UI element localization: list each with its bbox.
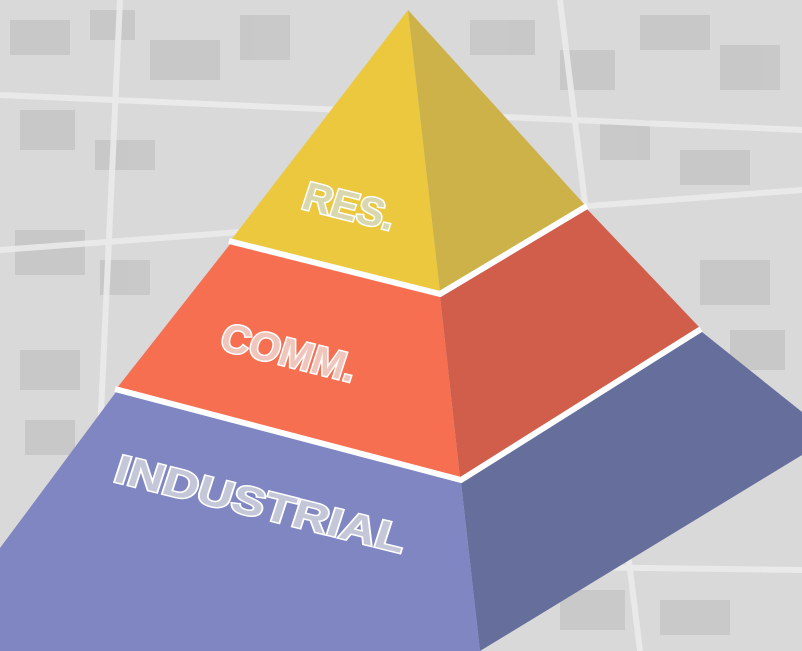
pyramid (0, 10, 802, 651)
res-tier-side-face (408, 10, 585, 292)
industrial-tier-side-face (461, 332, 802, 651)
comm-tier-front-face (117, 243, 460, 478)
res-tier-front-face (231, 10, 440, 292)
industrial-tier-front-face (0, 392, 480, 651)
comm-tier-side-face (440, 209, 700, 478)
tier-separator-upper (228, 203, 589, 297)
tier-separator-lower (114, 326, 703, 483)
